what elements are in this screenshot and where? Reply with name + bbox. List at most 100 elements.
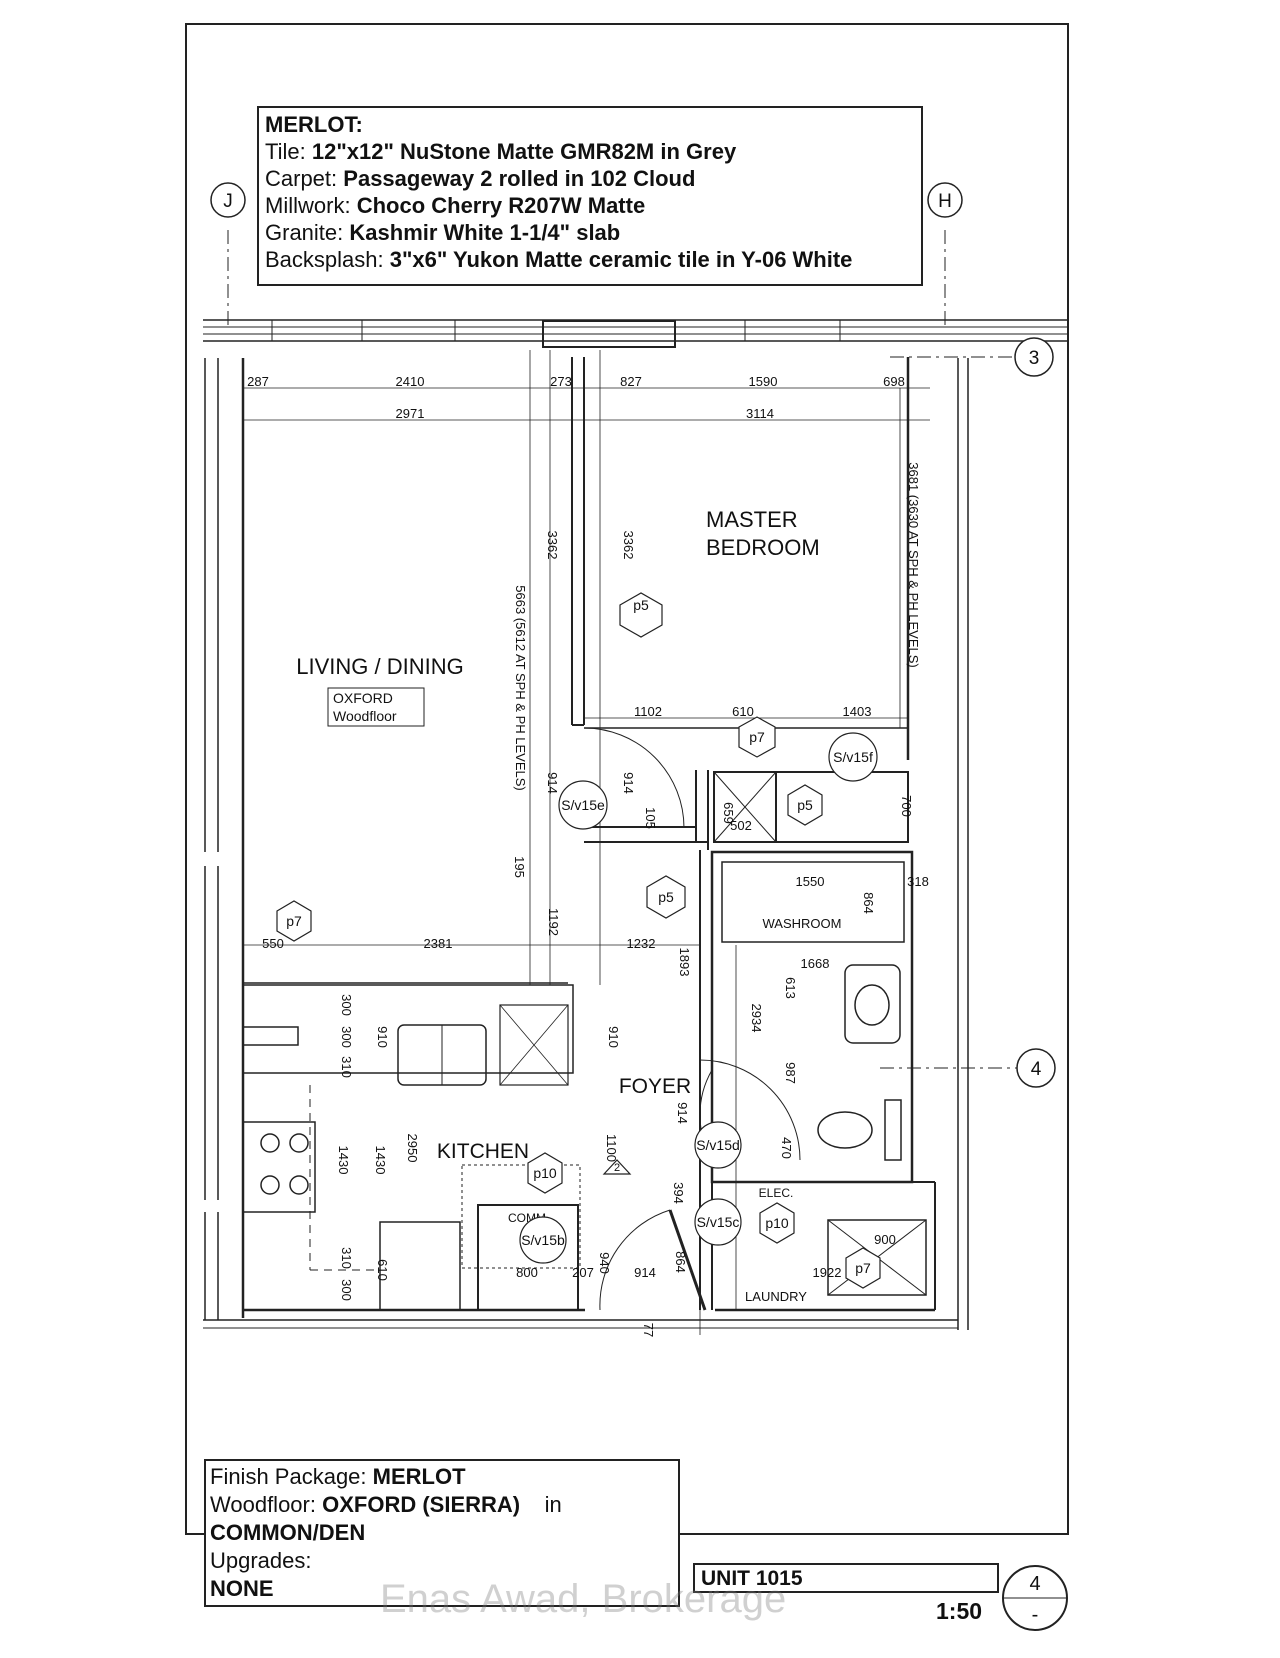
dimension-label: 2971: [396, 406, 425, 421]
tag-hex-p7-living: [276, 900, 312, 942]
dimension-label: 300: [339, 1026, 354, 1048]
tag-circle-sv15b: [519, 1216, 567, 1264]
dimension-label: 1430: [373, 1146, 388, 1175]
tag-hex-p7-bedroom: [738, 716, 776, 758]
dimension-label: 287: [247, 374, 269, 389]
tag-circle-sv15c: [694, 1198, 742, 1246]
dimension-label: 3114: [746, 406, 774, 421]
tag-label-sv15e: S/v15e: [561, 797, 605, 813]
spec-backsplash-label: Backsplash:: [265, 247, 384, 272]
finish-package-value: MERLOT: [372, 1464, 466, 1489]
room-washroom: WASHROOM: [763, 916, 842, 931]
unit-label: UNIT 1015: [693, 1563, 999, 1593]
upgrades-value: NONE: [210, 1576, 274, 1601]
dimension-label: 900: [874, 1232, 896, 1247]
grid-label-3: 3: [1029, 348, 1040, 369]
dimension-label: 1430: [336, 1146, 351, 1175]
dimension-label: 1668: [801, 956, 830, 971]
dimension-label: 1550: [796, 874, 825, 889]
dimension-label: 502: [730, 818, 752, 833]
tag-hex-p10-kitchen: [527, 1152, 563, 1194]
tag-label-p7: p7: [855, 1260, 871, 1276]
spec-tile: Tile: 12"x12" NuStone Matte GMR82M in Gr…: [265, 138, 915, 165]
woodfloor-line: Woodfloor: OXFORD (SIERRA) in: [210, 1491, 674, 1519]
dimension-label: 1102: [634, 704, 662, 719]
spec-millwork: Millwork: Choco Cherry R207W Matte: [265, 192, 915, 219]
dimension-label: 318: [907, 874, 929, 889]
dimension-label: 3362: [545, 531, 560, 560]
room-kitchen: KITCHEN: [437, 1140, 529, 1163]
tag-label-sv15d: S/v15d: [696, 1137, 740, 1153]
dimension-label: 310: [339, 1056, 354, 1078]
grid-label-j: J: [223, 191, 233, 212]
sheet-suffix: -: [1032, 1604, 1039, 1626]
dimension-label: 195: [512, 856, 527, 878]
dimension-label: 300: [339, 994, 354, 1016]
spec-granite-label: Granite:: [265, 220, 344, 245]
spec-granite: Granite: Kashmir White 1-1/4" slab: [265, 219, 915, 246]
spec-carpet: Carpet: Passageway 2 rolled in 102 Cloud: [265, 165, 915, 192]
drawing-scale: 1:50: [936, 1598, 983, 1624]
dimension-label: 394: [671, 1182, 686, 1204]
dimension-label: 3681 (3630 AT SPH & PH LEVELS): [906, 462, 921, 667]
dimension-label: 2950: [405, 1134, 420, 1163]
finish-package-label: Finish Package:: [210, 1464, 367, 1489]
spec-millwork-value: Choco Cherry R207W Matte: [356, 193, 646, 218]
finish-package-box: Finish Package: MERLOT Woodfloor: OXFORD…: [204, 1459, 680, 1607]
dimension-label: 914: [545, 772, 560, 794]
dimension-label: 910: [375, 1026, 390, 1048]
dimension-label: 1192: [546, 908, 561, 936]
dimension-label: 914: [675, 1102, 690, 1124]
dimension-label: 864: [673, 1251, 688, 1273]
dimension-label: 987: [783, 1062, 798, 1084]
grid-label-4: 4: [1031, 1059, 1042, 1080]
tag-hex-p5-hall: [646, 875, 686, 919]
tag-hex-p7-laundry: [845, 1247, 881, 1289]
tag-circle-sv15e: [558, 780, 608, 830]
tag-circle-sv15d: [694, 1121, 742, 1169]
dimension-label: 700: [899, 795, 914, 817]
dimension-label: 550: [262, 936, 284, 951]
dimension-label: 1590: [749, 374, 778, 389]
dimension-label: 800: [516, 1265, 538, 1280]
dimension-label: 940: [597, 1252, 612, 1274]
floor-spec-woodfloor: Woodfloor: [333, 708, 397, 724]
dimension-label: 2381: [424, 936, 453, 951]
room-bedroom: BEDROOM: [706, 535, 820, 560]
spec-carpet-value: Passageway 2 rolled in 102 Cloud: [343, 166, 696, 191]
spec-title: MERLOT:: [265, 112, 363, 137]
tag-label-sv15b: S/v15b: [521, 1232, 565, 1248]
watermark: Enas Awad, Brokerage: [380, 1577, 787, 1621]
spec-tile-label: Tile:: [265, 139, 306, 164]
dimension-label: 310: [339, 1247, 354, 1269]
spec-backsplash: Backsplash: 3"x6" Yukon Matte ceramic ti…: [265, 246, 915, 273]
tag-label-p5: p5: [797, 797, 813, 813]
dimension-label: 864: [861, 892, 876, 914]
spec-tile-value: 12"x12" NuStone Matte GMR82M in Grey: [311, 139, 737, 164]
dimension-label: 3362: [621, 531, 636, 560]
dimension-label: 610: [375, 1259, 390, 1281]
woodfloor-suffix: in: [544, 1492, 562, 1517]
room-living-dining: LIVING / DINING: [296, 654, 463, 679]
woodfloor-label: Woodfloor:: [210, 1492, 316, 1517]
dimension-label: 1232: [627, 936, 656, 951]
finish-spec-box: MERLOT: Tile: 12"x12" NuStone Matte GMR8…: [257, 106, 923, 286]
dimension-label: 105: [643, 807, 658, 829]
tag-label-p10: p10: [765, 1215, 789, 1231]
tag-hex-p10-laundry: [759, 1202, 795, 1244]
woodfloor-area: COMMON/DEN: [210, 1520, 366, 1545]
room-laundry: LAUNDRY: [745, 1289, 807, 1304]
dimension-label: 910: [606, 1026, 621, 1048]
tag-hex-p5-bedroom: [619, 592, 663, 638]
sheet-number: 4: [1029, 1573, 1040, 1595]
dimension-label: 1922: [813, 1265, 842, 1280]
tag-circle-sv15f: [828, 732, 878, 782]
dimension-label: 1100: [604, 1134, 619, 1162]
tag-label-p5: p5: [633, 597, 649, 613]
dimension-label: 698: [883, 374, 905, 389]
dimension-label: 2410: [396, 374, 425, 389]
room-master: MASTER: [706, 507, 798, 532]
grid-label-h: H: [938, 191, 952, 212]
dimension-label: 914: [621, 772, 636, 794]
